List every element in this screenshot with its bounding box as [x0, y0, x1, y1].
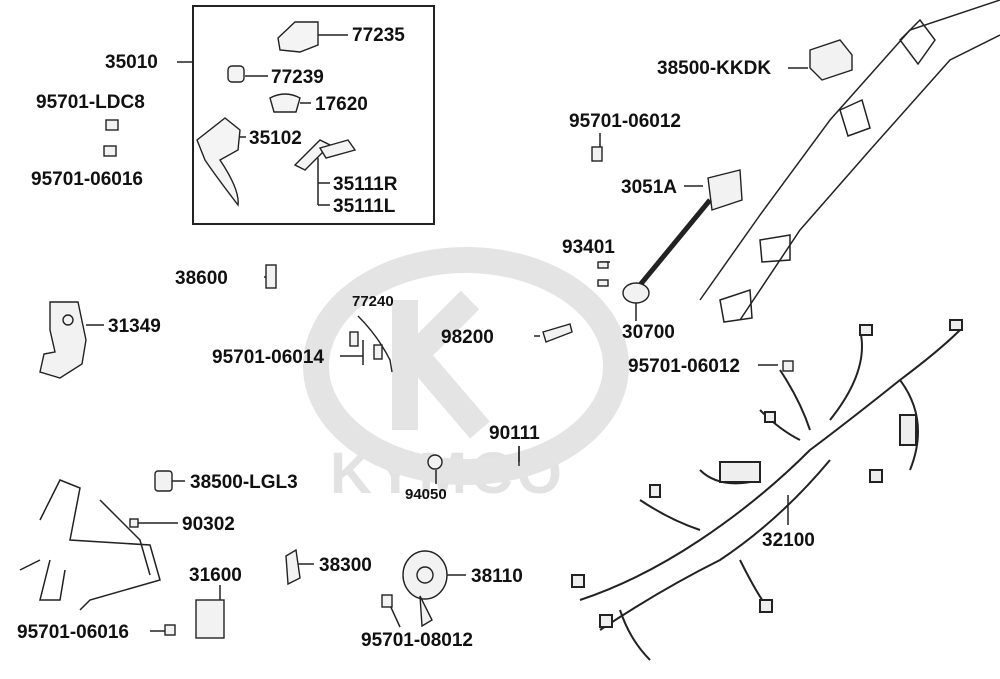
callout-38110: 38110: [471, 566, 523, 587]
callout-95701-08012: 95701-08012: [361, 630, 473, 651]
callout-31600: 31600: [189, 565, 242, 586]
callout-77240: 77240: [352, 293, 394, 310]
callout-98200: 98200: [441, 327, 494, 348]
brand-logo-watermark: [303, 247, 629, 485]
callout-94050: 94050: [405, 486, 447, 503]
callout-95701-06012-top: 95701-06012: [569, 111, 681, 132]
callout-38300: 38300: [319, 555, 372, 576]
callout-95701-06014: 95701-06014: [212, 347, 324, 368]
callout-95701-06012-mid: 95701-06012: [628, 356, 740, 377]
callout-77235: 77235: [352, 25, 405, 46]
callout-17620: 17620: [315, 94, 368, 115]
callout-95701-ldc8: 95701-LDC8: [36, 92, 145, 113]
frame-body: [699, 0, 1000, 323]
callout-90111: 90111: [489, 423, 540, 444]
callout-95701-06016-bottom: 95701-06016: [17, 622, 129, 643]
leader-lines: [86, 34, 808, 632]
callout-35111L: 35111L: [333, 196, 396, 217]
wire-harness: [571, 319, 963, 661]
small-parts: [39, 39, 853, 639]
under-bracket: [19, 479, 161, 611]
callout-32100: 32100: [762, 530, 815, 551]
callout-38600: 38600: [175, 268, 228, 289]
callout-35102: 35102: [249, 128, 302, 149]
callout-90302: 90302: [182, 514, 235, 535]
callout-30700: 30700: [622, 322, 675, 343]
callout-38500-lgl3: 38500-LGL3: [190, 472, 298, 493]
callout-35010: 35010: [105, 52, 158, 73]
callout-95701-06016-top: 95701-06016: [31, 169, 143, 190]
callout-38500-kkdk: 38500-KKDK: [657, 58, 772, 79]
ignition-switch-group-box: [192, 5, 435, 225]
ignition-parts: [196, 21, 357, 207]
callout-35111R: 35111R: [333, 174, 398, 195]
callout-31349: 31349: [108, 316, 161, 337]
callout-77239: 77239: [271, 67, 324, 88]
callout-93401: 93401: [562, 237, 615, 258]
callout-3051A: 3051A: [621, 177, 677, 198]
